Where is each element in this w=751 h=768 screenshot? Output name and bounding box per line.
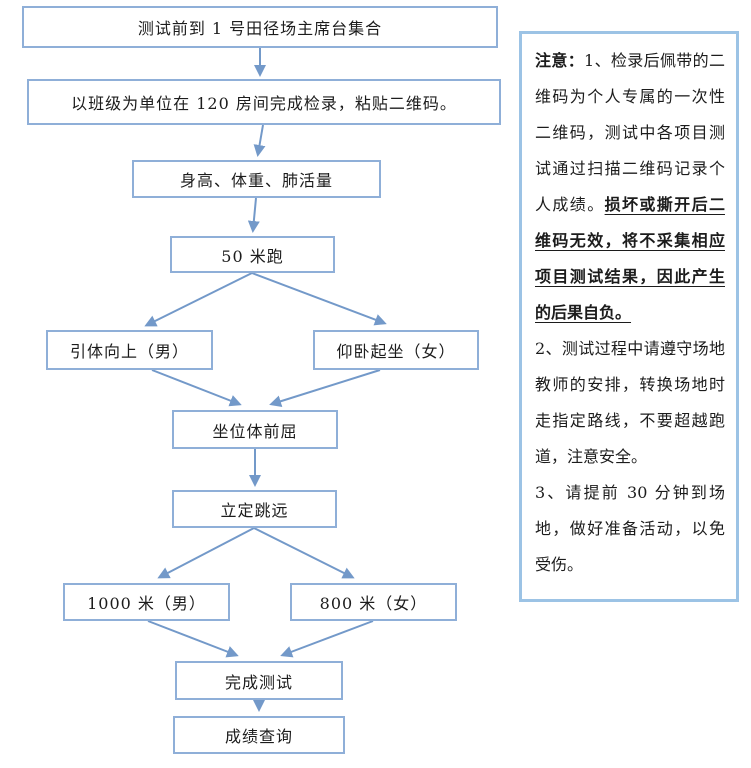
arrow-situp-sitreach [269,369,381,408]
arrow-jump-run800 [253,527,355,579]
notice-segment: 2、测试过程中请遵守场地教师的安排，转换场地时走指定路线，不要超越跑道，注意安全… [535,339,725,466]
arrow-run1000-finish [147,620,239,658]
flow-step-checkin: 以班级为单位在 120 房间完成检录，粘贴二维码。 [27,79,501,125]
arrow-pullup-sitreach [151,369,242,407]
notice-paragraph: 注意：1、检录后佩带的二维码为个人专属的一次性二维码，测试中各项目测试通过扫描二… [535,43,725,331]
notice-segment: 3、请提前 30 分钟到场地，做好准备活动，以免受伤。 [535,483,725,574]
arrow-jump-run1000 [157,527,255,579]
notice-paragraph: 2、测试过程中请遵守场地教师的安排，转换场地时走指定路线，不要超越跑道，注意安全… [535,331,725,475]
flow-step-sit-and-reach: 坐位体前屈 [172,410,338,449]
flow-step-run-1000m: 1000 米（男） [63,583,230,621]
arrow-body-run50 [247,197,260,233]
flow-step-pull-up: 引体向上（男） [46,330,213,370]
flow-step-run-50m: 50 米跑 [170,236,335,273]
arrow-run50-pullup [144,272,253,327]
flow-step-run-800m: 800 米（女） [290,583,457,621]
flow-step-gather: 测试前到 1 号田径场主席台集合 [22,6,498,48]
flow-step-score-query: 成绩查询 [173,716,345,754]
arrow-run800-finish [280,620,374,658]
notice-panel: 注意：1、检录后佩带的二维码为个人专属的一次性二维码，测试中各项目测试通过扫描二… [519,31,739,602]
notice-segment: 注意： [535,51,585,70]
arrow-run50-situp [251,272,387,326]
flow-step-standing-jump: 立定跳远 [172,490,337,528]
flow-step-sit-up: 仰卧起坐（女） [313,330,479,370]
notice-segment: 1、检录后佩带的二维码为个人专属的一次性二维码，测试中各项目测试通过扫描二维码记… [535,51,725,214]
flow-step-body-measure: 身高、体重、肺活量 [132,160,381,198]
notice-paragraph: 3、请提前 30 分钟到场地，做好准备活动，以免受伤。 [535,475,725,583]
notice-segment: 损坏或撕开后二维码无效，将不采集相应项目测试结果，因此产生的后果自负。 [535,195,725,322]
arrow-checkin-body [253,124,266,157]
flow-step-finish-test: 完成测试 [175,661,343,700]
